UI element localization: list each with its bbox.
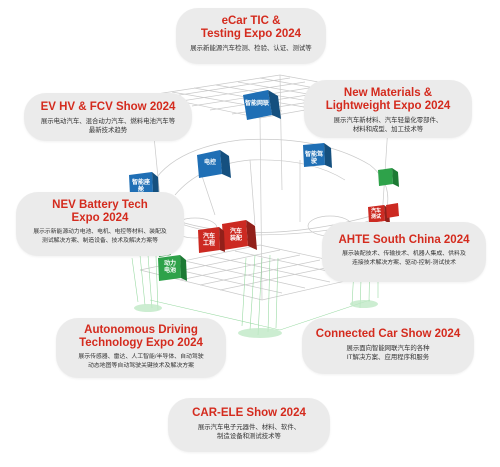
cube-label-smart-network: 智能网联 — [244, 101, 269, 107]
cube-green-right — [378, 168, 399, 187]
card-nev-battery: NEV Battery Tech Expo 2024 展示示新能源动力电池、电机… — [16, 192, 184, 256]
card-description: 材料和成型、加工技术等 — [352, 126, 424, 133]
cube-label-electric-control: 电控 — [203, 160, 216, 166]
card-description: 动态地图等自动驾驶关键技术及解决方案 — [87, 363, 195, 369]
cube-blue-right-a — [303, 143, 332, 168]
card-description: 展示新能源汽车检测、检验、认证、测试等 — [190, 45, 312, 52]
card-title: NEV Battery Tech — [52, 199, 148, 211]
card-car-ele: CAR-ELE Show 2024 展示汽车电子元器件、材料、软件、 制造设备和… — [168, 398, 330, 452]
cube-power-battery — [158, 255, 187, 281]
card-description: 制造设备和测试技术等 — [217, 433, 281, 440]
card-connected-car: Connected Car Show 2024 展示面向智能网联汽车的各种 IT… — [302, 318, 474, 374]
card-title: Expo 2024 — [71, 212, 129, 224]
cube-label-smart-driving: 智能驾驶 — [304, 152, 323, 165]
card-ev-hv-fcv: EV HV & FCV Show 2024 展示电动汽车、混合动力汽车、燃料电池… — [24, 93, 192, 141]
card-title: CAR-ELE Show 2024 — [192, 407, 306, 419]
card-title: Autonomous Driving — [84, 324, 198, 336]
cube-label-auto-test: 汽车测试 — [370, 208, 381, 220]
card-description: 连接技术解决方案、驱动-控制-测试技术 — [351, 260, 457, 266]
cube-red-right-b — [386, 203, 399, 218]
card-title: Lightweight Expo 2024 — [325, 100, 451, 112]
card-title: New Materials & — [343, 87, 433, 99]
card-title: Connected Car Show 2024 — [315, 328, 461, 340]
card-autonomous: Autonomous Driving Technology Expo 2024 … — [56, 318, 226, 378]
card-description: 展示传感器、雷达、人工智能/半导体、自动驾驶 — [78, 354, 204, 360]
card-ahte: AHTE South China 2024 展示装配技术、传输技术、机器人集成、… — [322, 222, 486, 282]
cube-smart-cockpit — [129, 172, 159, 196]
card-title: Technology Expo 2024 — [79, 337, 203, 349]
card-new-materials: New Materials & Lightweight Expo 2024 展示… — [304, 80, 472, 138]
card-ecar-tic: eCar TIC & Testing Expo 2024 展示新能源汽车检测、检… — [176, 8, 326, 64]
card-description: 展示汽车新材料、汽车轻量化零部件、 — [333, 117, 443, 124]
card-description: 展示汽车电子元器件、材料、软件、 — [197, 424, 301, 431]
cube-label-power-battery: 动力电池 — [163, 261, 176, 274]
card-title: AHTE South China 2024 — [338, 234, 470, 246]
card-description: 最新技术趋势 — [88, 127, 128, 134]
card-description: 展示装配技术、传输技术、机器人集成、供料及 — [342, 251, 466, 257]
card-description: 展示面向智能网联汽车的各种 — [346, 345, 430, 352]
cube-auto-process — [198, 227, 225, 253]
cube-label-smart-cockpit: 智能座舱 — [131, 180, 150, 193]
cube-label-auto-process: 汽车工程 — [202, 234, 215, 247]
cube-electric-control — [197, 150, 231, 178]
cube-smart-network — [243, 90, 281, 120]
card-title: EV HV & FCV Show 2024 — [40, 101, 176, 113]
card-description: 测试解决方案、制造设备、技术及解决方案等 — [42, 238, 158, 244]
card-description: IT解决方案、应用程序和服务 — [346, 354, 430, 361]
card-title: eCar TIC & — [221, 15, 281, 27]
cube-auto-assembly — [222, 220, 257, 250]
card-title: Testing Expo 2024 — [200, 28, 302, 40]
card-description: 展示电动汽车、混合动力汽车、燃料电池汽车等 — [40, 118, 176, 125]
card-description: 展示示新能源动力电池、电机、电控等材料、装配及 — [33, 229, 167, 235]
cube-label-auto-assembly: 汽车装配 — [229, 229, 242, 242]
